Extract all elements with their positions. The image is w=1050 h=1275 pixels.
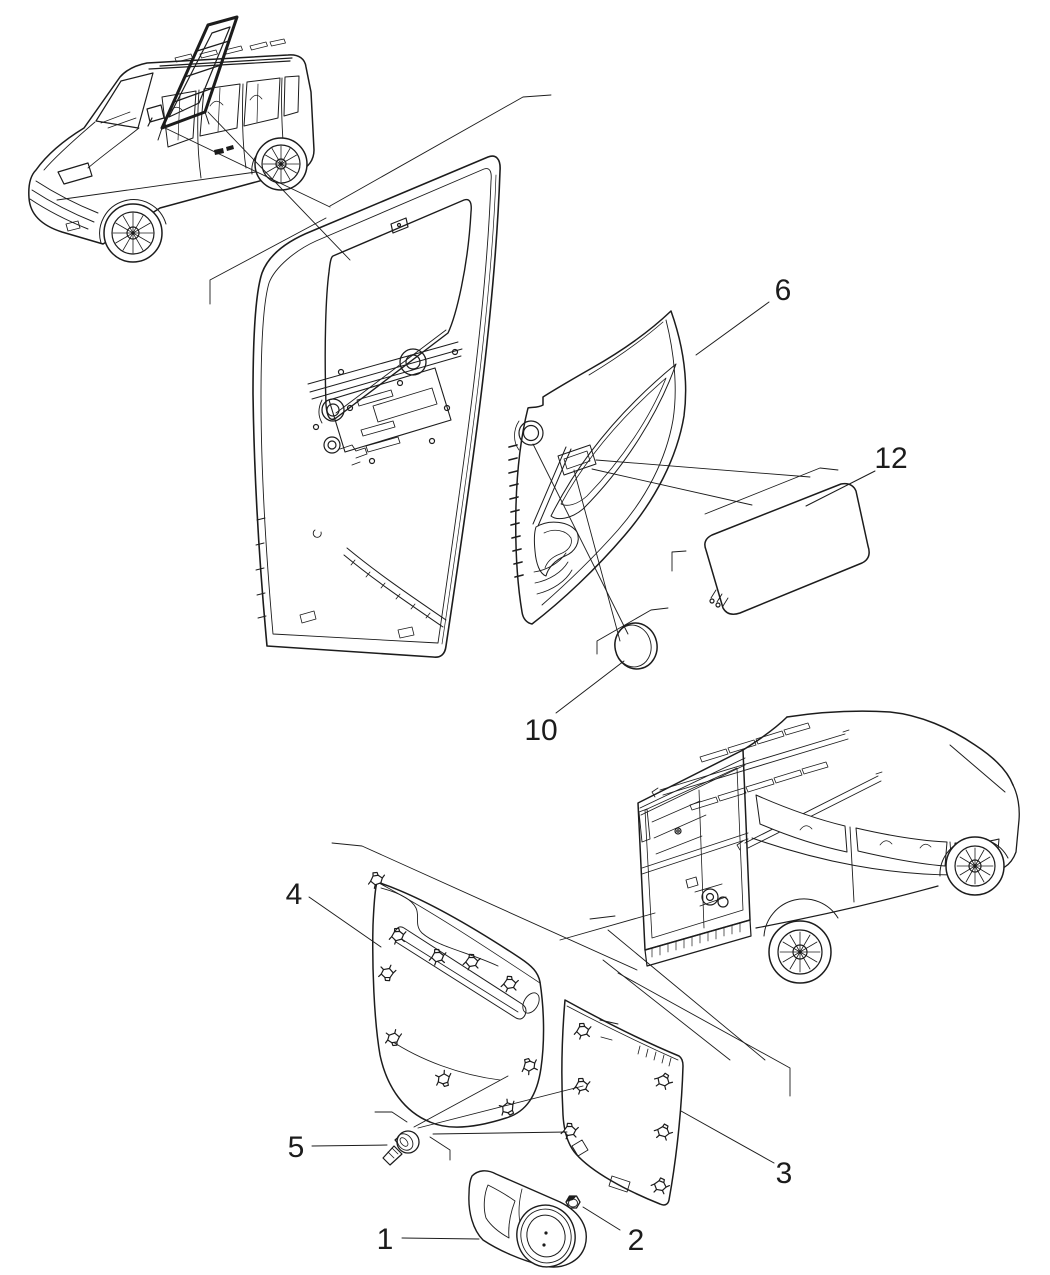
sliding-door-inner-shell [252,155,501,658]
callout-leader-lines [308,301,876,1240]
callout-leader-6 [695,301,770,356]
speaker-ring [516,1204,576,1268]
callout-labels: 6 12 10 4 5 3 2 1 [286,274,908,1257]
trim-panel-insert-pad [671,467,870,615]
callout-label-12: 12 [874,442,907,475]
callout-label-1: 1 [377,1223,394,1256]
clip-position-leader-lines [374,1075,584,1161]
rear-bumper-step [644,919,752,967]
callout-leader-4 [308,896,382,948]
callout-leader-2 [582,1206,621,1231]
van-rear-overview [637,710,1020,984]
feature-leader-lines [532,443,811,642]
rear-van-front-wheel [945,836,1005,896]
sliding-door-trim-panel [508,310,687,625]
callout-label-3: 3 [776,1157,793,1190]
detail-view-marker-lines-door [164,94,552,305]
switch-plate [557,444,597,476]
detail-view-marker-lines-rear-doors [331,842,791,1097]
van-front-overview [28,15,315,263]
mirror [146,104,165,127]
callout-leader-3 [680,1110,775,1164]
round-access-plug [596,607,669,670]
callout-leader-10 [555,660,625,714]
door-handles [214,145,234,155]
callout-label-10: 10 [524,714,557,747]
speaker-bezel [468,1170,587,1268]
callout-leader-5 [311,1144,388,1147]
callout-leader-1 [401,1237,480,1240]
door-module-plate [328,367,452,453]
callout-label-4: 4 [286,878,303,911]
window-aperture [324,198,472,421]
rear-latch-mechanism [685,876,727,907]
sliding-door-window-frame-highlight [157,15,239,141]
side-windows [161,75,300,148]
map-pocket [533,521,579,577]
callout-label-2: 2 [628,1224,645,1257]
headlight [57,162,93,185]
grab-handle-hole [518,420,544,446]
rear-door-trim-panel-right [558,999,684,1206]
windshield [95,72,154,129]
push-pin-clip [382,1130,420,1166]
rear-wheel [254,137,308,191]
callout-leader-12 [805,470,876,507]
hex-nut [565,1195,581,1209]
front-wheel [103,203,163,263]
rear-van-rear-wheel [768,920,832,984]
callout-label-6: 6 [775,274,792,307]
callout-label-5: 5 [288,1131,305,1164]
rear-door-trim-panel-left [364,868,545,1128]
